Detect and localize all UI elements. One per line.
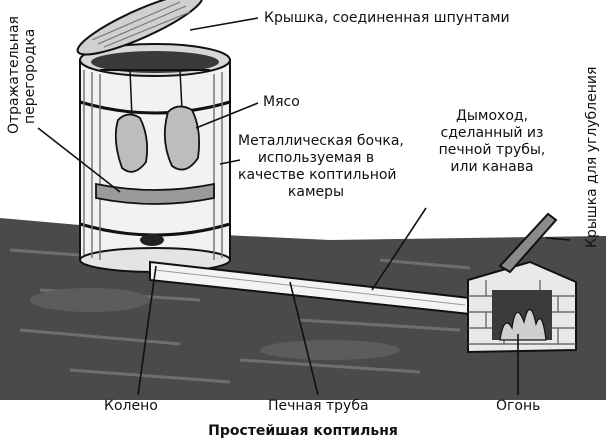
label-pit-lid: Крышка для углубления — [584, 66, 600, 248]
fire-flames — [499, 308, 547, 341]
figure-caption: Простейшая коптильня — [208, 423, 398, 439]
label-lid: Крышка, соединенная шпунтами — [264, 10, 510, 26]
smoke-inlet-hole — [140, 234, 164, 246]
barrel-hoop — [79, 100, 231, 115]
pit-lid — [498, 212, 558, 274]
stove-pipe-seam — [154, 269, 466, 306]
label-chimney-line2: сделанный из — [440, 125, 544, 141]
leader-baffle — [37, 127, 121, 193]
label-chimney-line3: печной трубы, — [438, 142, 546, 158]
leader-barrel — [219, 159, 241, 165]
label-baffle-line1: Отражательная — [6, 16, 22, 134]
meat-piece — [163, 105, 201, 171]
label-chimney-line1: Дымоход, — [455, 108, 529, 124]
barrel-top-opening — [91, 51, 219, 73]
label-barrel-line3: качестве коптильной — [238, 167, 397, 183]
leader-pit-lid — [545, 237, 571, 241]
label-barrel-line1: Металлическая бочка, — [238, 133, 404, 149]
label-barrel-line4: камеры — [287, 184, 345, 200]
label-barrel: Металлическая бочка, используемая в каче… — [238, 133, 404, 201]
label-fire: Огонь — [496, 398, 541, 414]
label-meat: Мясо — [263, 94, 300, 110]
leader-stove-pipe — [289, 281, 319, 396]
leader-meat — [195, 102, 259, 129]
meat-piece — [114, 113, 149, 173]
label-stove-pipe: Печная труба — [268, 398, 369, 414]
hanging-string — [129, 69, 133, 119]
leader-lines — [37, 17, 571, 396]
leader-lid — [189, 17, 259, 31]
label-chimney-line4: или канава — [450, 159, 534, 175]
label-elbow: Колено — [104, 398, 158, 414]
ground-highlight — [30, 288, 150, 312]
barrel-shading — [83, 70, 223, 260]
label-barrel-line2: используемая в — [257, 150, 375, 166]
label-baffle-line2: перегородка — [22, 28, 38, 124]
barrel-lid-hatching — [91, 1, 191, 48]
hanging-string — [179, 69, 183, 111]
baffle-plate — [95, 182, 215, 205]
barrel-body — [79, 59, 231, 261]
ground-highlight — [260, 340, 400, 360]
leader-chimney — [371, 207, 427, 291]
label-chimney: Дымоход, сделанный из печной трубы, или … — [430, 108, 554, 176]
leader-elbow — [137, 265, 157, 396]
